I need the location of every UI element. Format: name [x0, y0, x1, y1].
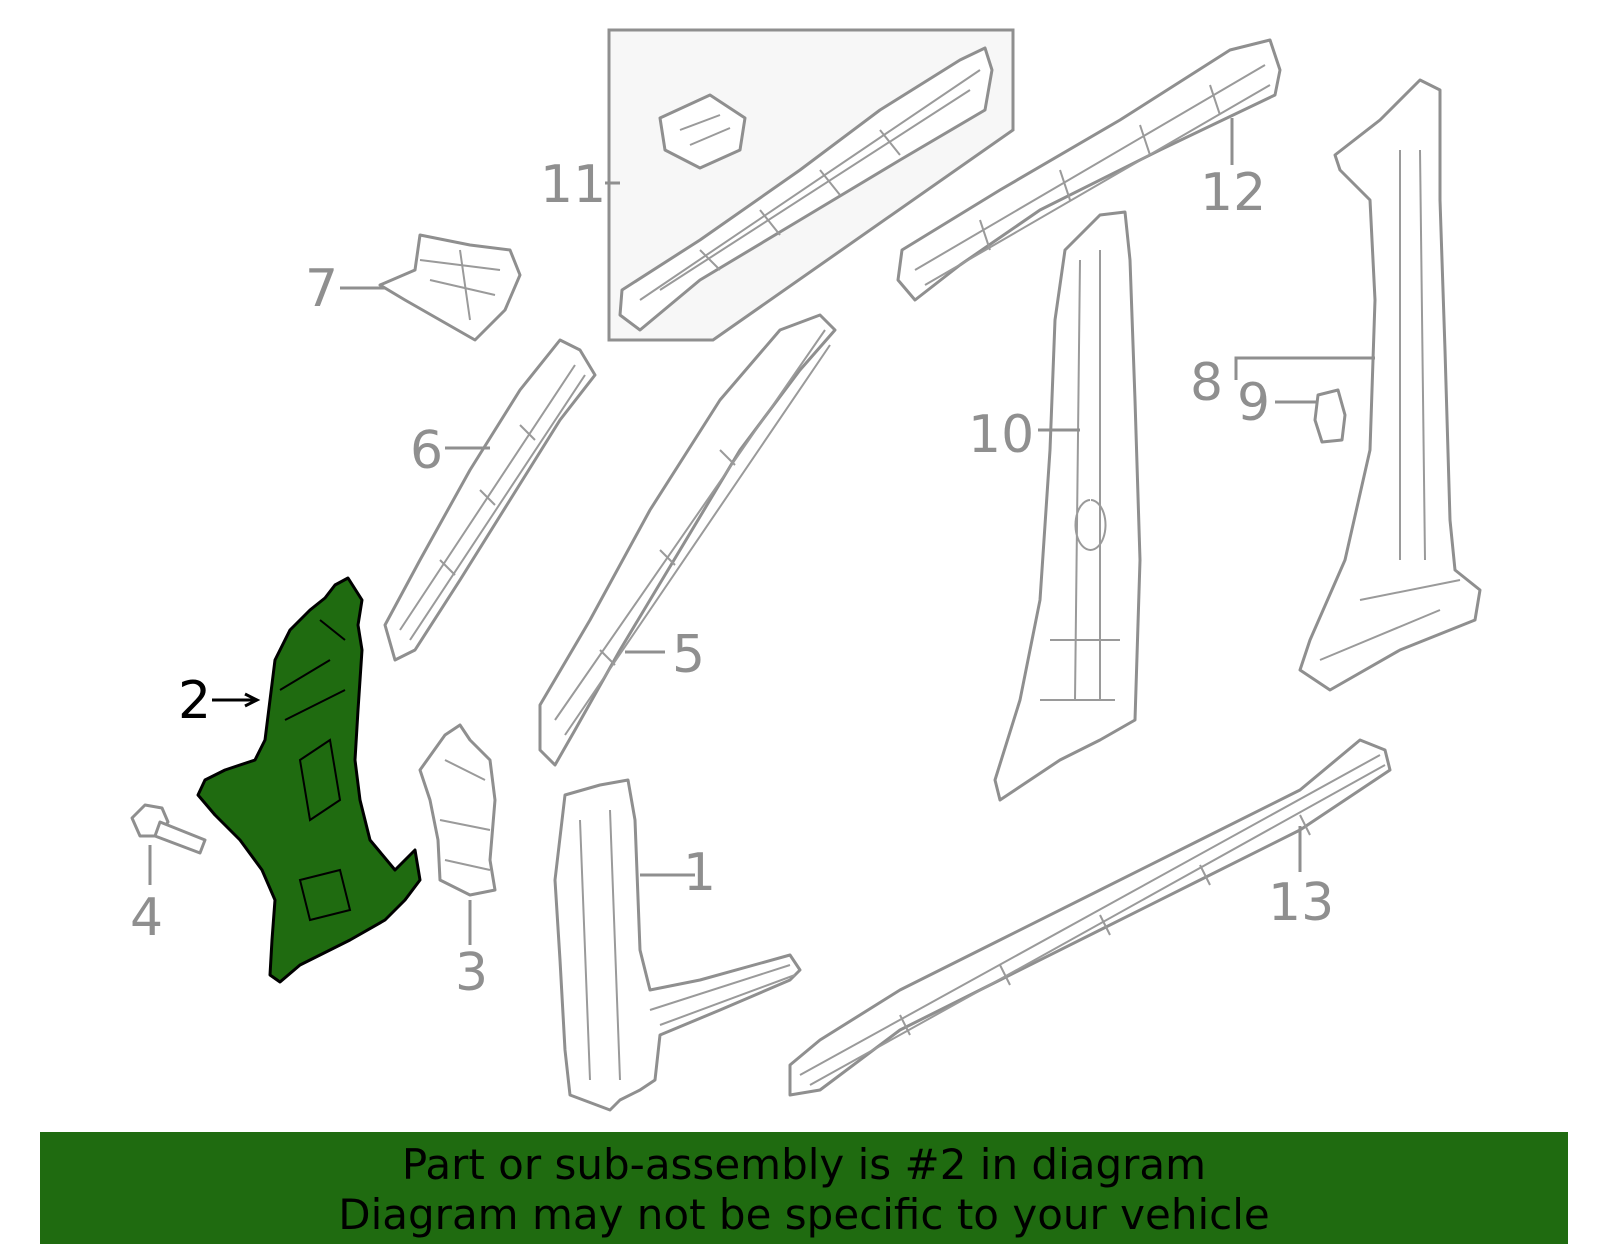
part-8[interactable]	[1298, 78, 1482, 692]
callout-4: 4	[130, 888, 163, 948]
callout-11: 11	[540, 155, 606, 215]
callout-5: 5	[672, 625, 705, 685]
part-7[interactable]	[378, 233, 522, 342]
callout-8: 8	[1190, 353, 1223, 413]
info-banner: Part or sub-assembly is #2 in diagram Di…	[40, 1132, 1568, 1244]
callout-6: 6	[410, 421, 443, 481]
part-3[interactable]	[418, 723, 497, 897]
part-9[interactable]	[1313, 388, 1347, 444]
part-5[interactable]	[538, 313, 837, 767]
banner-line-2: Diagram may not be specific to your vehi…	[338, 1190, 1270, 1239]
callout-7: 7	[305, 259, 338, 319]
callout-10: 10	[968, 405, 1034, 465]
banner-line-1: Part or sub-assembly is #2 in diagram	[401, 1140, 1207, 1189]
callout-labels: 1 2 3 4 5 6 7 8 9 10 11 12 13	[130, 155, 1334, 1003]
leaders	[148, 118, 1375, 945]
callout-3: 3	[455, 943, 488, 1003]
leader-8	[1234, 356, 1375, 380]
callout-1: 1	[683, 843, 716, 903]
callout-9: 9	[1237, 373, 1270, 433]
callout-12: 12	[1200, 163, 1266, 223]
part-6[interactable]	[383, 338, 597, 662]
part-2-highlighted[interactable]	[196, 576, 422, 984]
part-1[interactable]	[553, 778, 802, 1112]
part-11-inset[interactable]	[607, 28, 1015, 342]
part-10[interactable]	[993, 210, 1142, 802]
part-13[interactable]	[788, 738, 1392, 1097]
part-4-bolt[interactable]	[130, 803, 207, 855]
callout-2: 2	[178, 671, 211, 731]
part-12[interactable]	[896, 38, 1282, 302]
arrow-2	[244, 692, 261, 708]
callout-13: 13	[1268, 873, 1334, 933]
